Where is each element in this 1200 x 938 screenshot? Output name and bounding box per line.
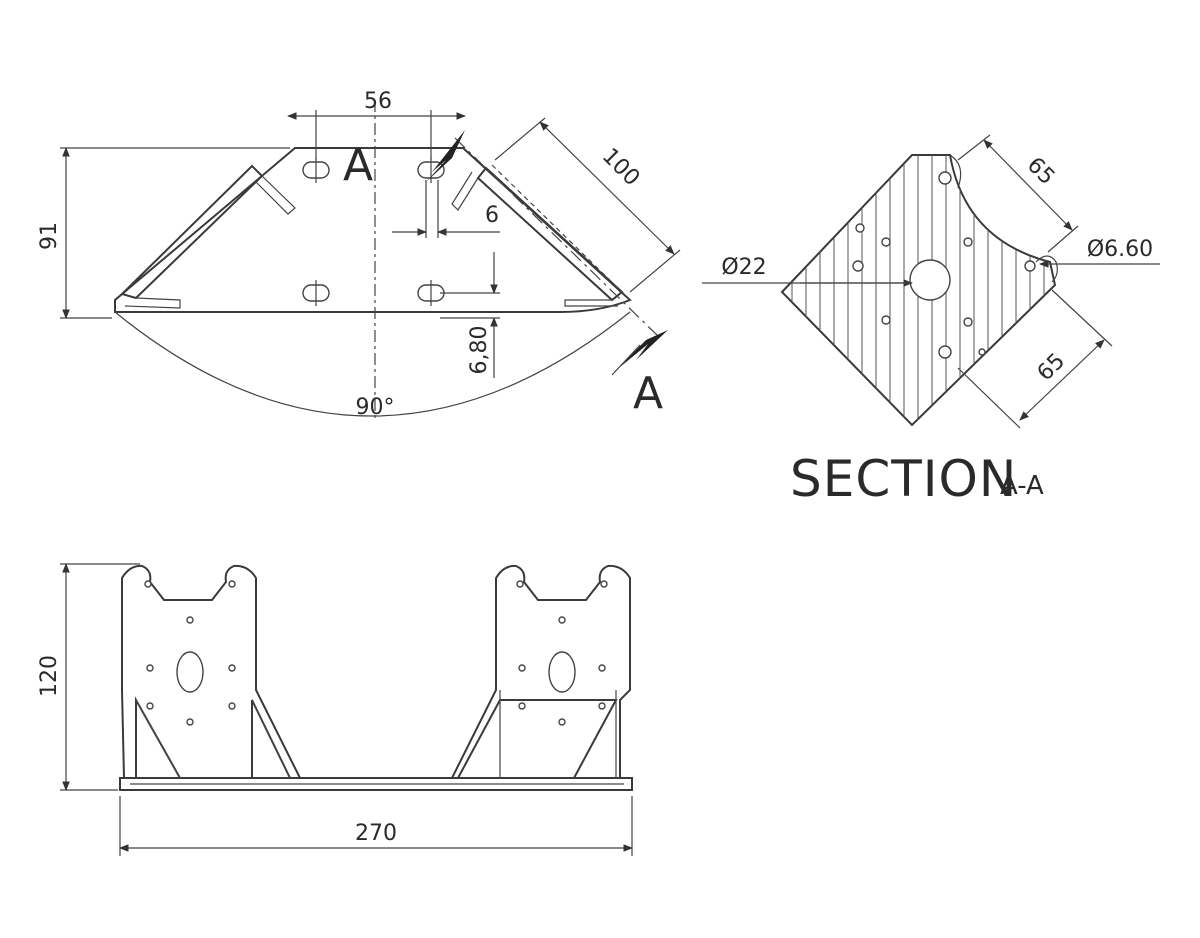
section-title-suffix: A-A	[1000, 471, 1044, 501]
dim-top-width: 56	[364, 89, 392, 114]
front-view-right-plate	[450, 564, 631, 779]
front-view-base	[119, 777, 633, 791]
section-holes	[852, 171, 1036, 359]
section-marker-bottom: A	[633, 368, 663, 419]
section-marker-top: A	[343, 140, 373, 191]
dim-height: 120	[37, 655, 62, 697]
front-view-left-plate	[121, 564, 302, 779]
section-arrow-top	[426, 130, 465, 182]
section-cut-line	[426, 130, 668, 376]
front-view-right-holes	[516, 580, 608, 726]
dim-angle: 90°	[356, 395, 395, 420]
front-view-left-holes	[144, 580, 236, 726]
section-view: 65 65 Ø22 Ø6.60 SECTION A-A	[702, 134, 1160, 508]
dim-depth: 91	[37, 222, 62, 250]
top-view-right-flange	[476, 166, 624, 302]
dim-overall-width: 270	[355, 821, 397, 846]
top-view-angle-arc	[114, 311, 631, 417]
dim-edge-length: 100	[597, 144, 644, 191]
dim-section-edge-2: 65	[1033, 349, 1070, 386]
dim-hole-large: Ø22	[721, 255, 766, 280]
section-title: SECTION	[790, 450, 1017, 508]
top-view: 56 91 100 6 6,80 90° A A	[37, 89, 681, 420]
top-view-left-flange	[120, 164, 264, 300]
dim-slot-width: 6	[485, 203, 499, 228]
dim-plate-thickness: 6,80	[467, 326, 492, 375]
top-view-slot-holes	[302, 157, 445, 306]
front-view: 120 270	[37, 563, 633, 856]
section-arrow-bottom	[614, 330, 668, 372]
dim-hole-small: Ø6.60	[1087, 237, 1153, 262]
